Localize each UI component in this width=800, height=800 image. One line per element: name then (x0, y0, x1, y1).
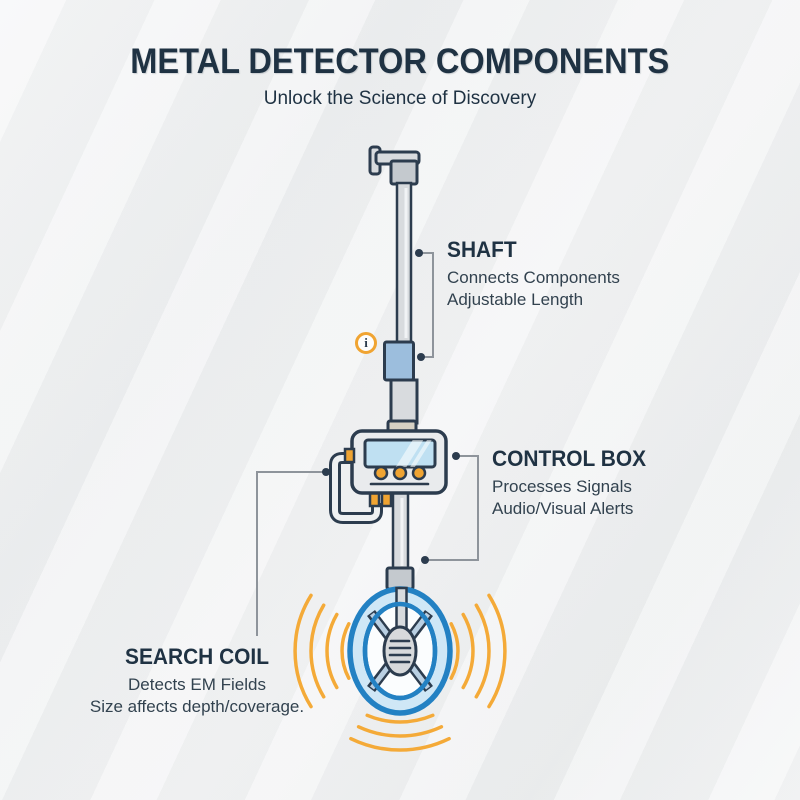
screen-shine (390, 440, 435, 467)
info-icon[interactable]: i (355, 332, 377, 354)
shaft-leader-dot-top (415, 249, 423, 257)
shine-stripe (403, 440, 435, 467)
search-coil-leader-dot (322, 468, 330, 476)
control-box-label-line1: Processes Signals (492, 477, 632, 496)
shaft-label-title: SHAFT (447, 237, 517, 262)
control-button-3[interactable] (411, 465, 427, 481)
control-box-label: CONTROL BOX Processes Signals Audio/Visu… (492, 446, 654, 520)
upper-shaft-tube (395, 181, 413, 345)
search-coil (347, 586, 453, 716)
control-box-leader-line (425, 455, 479, 561)
upper-shaft (395, 181, 413, 345)
wave-arc (325, 612, 339, 690)
control-button-2[interactable] (392, 465, 408, 481)
search-coil-label-line2: Size affects depth/coverage. (89, 697, 305, 716)
search-coil-leader-line (256, 471, 326, 636)
control-box-leader-dot-bottom (421, 556, 429, 564)
mid-shaft (386, 378, 419, 436)
wave-arc (487, 593, 507, 709)
wave-arc (309, 603, 326, 699)
signal-waves-bottom (349, 713, 451, 752)
page-title: METAL DETECTOR COMPONENTS (130, 42, 670, 81)
shaft-label-line1: Connects Components (447, 268, 620, 287)
shaft-label: SHAFT Connects Components Adjustable Len… (447, 237, 620, 311)
signal-waves-right (449, 593, 507, 709)
control-box-label-title: CONTROL BOX (492, 446, 647, 471)
wave-arc (340, 622, 351, 680)
shine-stripe (390, 440, 427, 467)
signal-waves-left (293, 593, 351, 709)
wave-arc (461, 612, 475, 690)
search-coil-label-title: SEARCH COIL (125, 644, 269, 669)
coil-mount-collar (385, 566, 415, 591)
page-subtitle: Unlock the Science of Discovery (263, 88, 537, 109)
control-box-cable (329, 452, 383, 524)
leader-lines (256, 249, 479, 636)
shaft-leader-dot-bottom (417, 353, 425, 361)
shaft-label-line2: Adjustable Length (447, 290, 584, 309)
control-box-leader-dot-top (452, 452, 460, 460)
search-coil-label-line1: Detects EM Fields (128, 675, 266, 694)
wave-arc (474, 603, 491, 699)
adjustment-collar (383, 340, 415, 382)
shaft-leader-line (419, 252, 434, 358)
mid-shaft-tube (389, 378, 419, 425)
cable-core (332, 455, 380, 521)
wave-arc (356, 725, 444, 738)
lower-shaft (385, 491, 415, 591)
wave-arc (293, 593, 313, 709)
coil-hub-vents (388, 639, 412, 664)
search-coil-label: SEARCH COIL Detects EM Fields Size affec… (56, 644, 338, 718)
coil-inner-ring-edge (362, 601, 438, 701)
control-box (343, 429, 448, 508)
wave-arc (349, 736, 451, 752)
control-box-label-line2: Audio/Visual Alerts (492, 499, 634, 518)
wave-arc (449, 622, 460, 680)
control-button-1[interactable] (373, 465, 389, 481)
wave-arc (365, 713, 435, 724)
armrest-handle (368, 145, 421, 186)
side-connector (343, 447, 356, 464)
handle-grip (389, 159, 419, 186)
coil-hub (382, 625, 418, 677)
page-header: METAL DETECTOR COMPONENTS Unlock the Sci… (0, 42, 800, 110)
